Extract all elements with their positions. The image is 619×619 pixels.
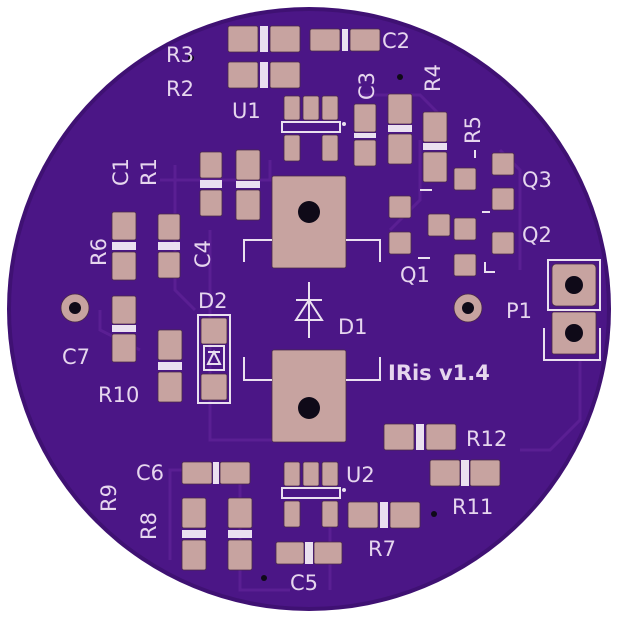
label-c2: C2 xyxy=(382,29,410,53)
through-holes xyxy=(60,293,483,323)
label-u2: U2 xyxy=(346,463,375,487)
component-u1 xyxy=(281,95,346,162)
component-p1 xyxy=(543,259,601,361)
label-q3: Q3 xyxy=(522,168,552,192)
label-r2: R2 xyxy=(166,77,194,101)
component-r6 xyxy=(111,211,137,281)
p1-mount-hole xyxy=(462,302,474,314)
component-q2 xyxy=(453,217,515,277)
label-q1: Q1 xyxy=(400,263,430,287)
label-r3: R3 xyxy=(166,43,194,67)
component-d1 xyxy=(243,175,381,443)
label-r11: R11 xyxy=(452,495,493,519)
label-r6: R6 xyxy=(87,238,111,266)
component-c4 xyxy=(157,213,181,279)
label-p1: P1 xyxy=(506,299,532,323)
component-r12 xyxy=(383,423,457,451)
label-c4: C4 xyxy=(191,240,215,268)
board-title: IRis v1.4 xyxy=(388,361,490,385)
component-r2 xyxy=(227,61,301,89)
component-r4 xyxy=(387,93,413,165)
label-r1: R1 xyxy=(137,158,161,186)
component-d2 xyxy=(197,314,231,404)
component-r10 xyxy=(157,329,183,403)
label-r10: R10 xyxy=(98,383,139,407)
label-c1: C1 xyxy=(109,158,133,186)
component-u2 xyxy=(281,461,346,528)
component-c2 xyxy=(309,28,381,52)
silkscreen-labels: R3 R2 C2 U1 C3 R4 R5 C1 R1 Q3 Q2 R6 C4 Q… xyxy=(62,29,552,595)
component-c5 xyxy=(275,541,343,565)
label-d2: D2 xyxy=(198,289,228,313)
label-r9: R9 xyxy=(97,484,121,512)
component-r9 xyxy=(181,497,207,571)
component-r1 xyxy=(235,149,261,221)
label-r4: R4 xyxy=(421,64,445,92)
component-c6 xyxy=(181,461,251,485)
component-q3 xyxy=(453,150,515,213)
c7-mount-hole xyxy=(69,302,81,314)
label-c7: C7 xyxy=(62,345,90,369)
label-q2: Q2 xyxy=(522,223,552,247)
component-c3 xyxy=(353,103,377,167)
label-r12: R12 xyxy=(466,427,507,451)
component-q1 xyxy=(388,189,451,259)
component-c7 xyxy=(111,295,137,363)
label-r5: R5 xyxy=(461,116,485,144)
label-u1: U1 xyxy=(232,99,261,123)
label-r7: R7 xyxy=(368,537,396,561)
component-c1 xyxy=(199,151,223,217)
component-r8 xyxy=(227,497,253,571)
component-r11 xyxy=(429,459,501,487)
label-r8: R8 xyxy=(137,512,161,540)
label-c3: C3 xyxy=(355,72,379,100)
label-c6: C6 xyxy=(136,461,164,485)
label-d1: D1 xyxy=(338,315,368,339)
component-r7 xyxy=(347,501,421,529)
component-r3 xyxy=(227,25,301,53)
component-r5 xyxy=(422,111,448,183)
label-c5: C5 xyxy=(290,571,318,595)
vias xyxy=(188,55,437,581)
